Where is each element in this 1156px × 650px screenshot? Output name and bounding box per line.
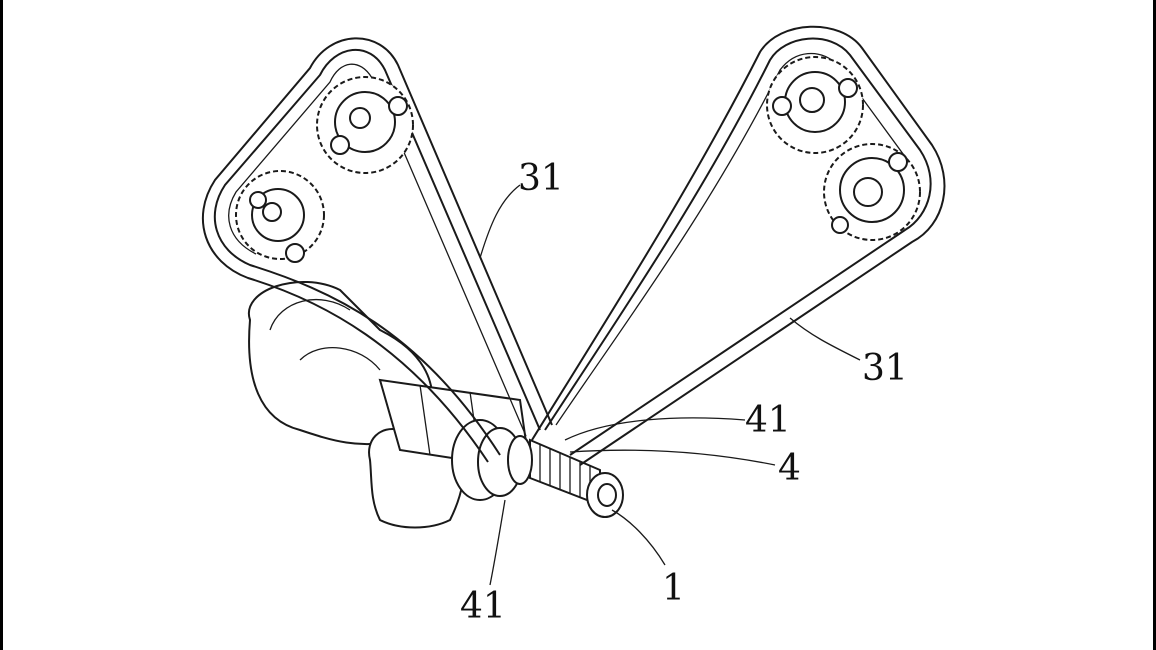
label-31-right: 31 — [862, 348, 908, 389]
label-4: 4 — [778, 448, 801, 489]
belt-left — [201, 37, 553, 463]
label-41-upper: 41 — [745, 400, 791, 441]
sprocket-left-lower — [235, 170, 325, 263]
sprocket-right-upper — [766, 56, 864, 154]
sprocket-left-upper — [316, 76, 414, 174]
sprocket-right-lower — [823, 143, 921, 241]
leader-lines — [479, 184, 861, 586]
crankshaft — [247, 281, 532, 529]
right-border — [1153, 0, 1156, 650]
belt-right — [531, 25, 946, 466]
label-1: 1 — [662, 568, 685, 609]
label-31-left: 31 — [518, 158, 564, 199]
left-border — [0, 0, 3, 650]
gear-4 — [507, 435, 624, 518]
label-41-lower: 41 — [460, 586, 506, 627]
